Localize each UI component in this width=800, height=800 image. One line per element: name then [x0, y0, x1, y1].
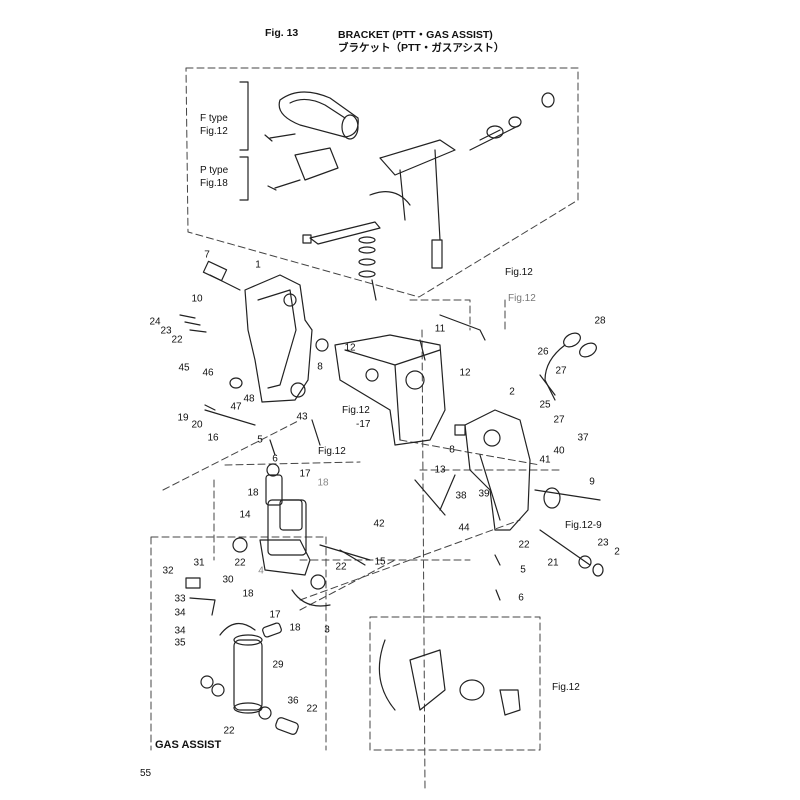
figure-number: Fig. 13 [265, 27, 299, 39]
gas-assist-cylinder [185, 577, 299, 735]
callout: 45 [178, 362, 190, 374]
tiller-handle-parts [264, 91, 555, 301]
p-type-bracket [239, 156, 249, 201]
callout: 15 [374, 556, 386, 568]
callout: 23 [597, 537, 609, 549]
callout: 32 [162, 565, 174, 577]
fig-ref: Fig.12-9 [565, 520, 602, 531]
callout: 34 [174, 607, 186, 619]
callout: 26 [537, 346, 549, 358]
callout: 6 [272, 453, 278, 465]
callout: 23 [160, 325, 172, 337]
callout: 17 [299, 468, 311, 480]
callout: 6 [518, 592, 524, 604]
callout: 27 [555, 365, 567, 377]
callout: 29 [272, 659, 284, 671]
callout: 11 [434, 323, 446, 335]
callout: 12 [344, 342, 356, 354]
fig-ref: Fig.12 [552, 682, 580, 693]
ptt-unit [232, 463, 371, 607]
callout: 5 [257, 434, 263, 446]
callout: 7 [204, 249, 210, 261]
callout: 22 [223, 725, 235, 737]
callout: 39 [478, 488, 490, 500]
pins-and-bolts [204, 404, 501, 601]
callout: 22 [518, 539, 530, 551]
callout: 20 [191, 419, 203, 431]
callout: 36 [287, 695, 299, 707]
callout: 5 [520, 564, 526, 576]
callout: 9 [589, 476, 595, 488]
fig-ref: Fig.12 [342, 405, 370, 416]
callout: 19 [177, 412, 189, 424]
f-type-bracket [239, 81, 249, 151]
callout: 37 [577, 432, 589, 444]
callout: 1 [255, 259, 261, 271]
fig-ref: Fig.12 [318, 446, 346, 457]
callout: 42 [373, 518, 385, 530]
callout: 24 [149, 316, 161, 328]
trim-switch-parts [439, 314, 597, 401]
callout: 30 [222, 574, 234, 586]
fig-ref: Fig.12 [508, 293, 536, 304]
callout: 41 [539, 454, 551, 466]
callout: 33 [174, 593, 186, 605]
f-type-fig-ref: Fig.12 [200, 126, 228, 137]
callout: 18 [247, 487, 259, 499]
callout: 34 [174, 625, 186, 637]
callout: 12 [459, 367, 471, 379]
callout: 46 [202, 367, 214, 379]
callout: 48 [243, 393, 255, 405]
page-number: 55 [140, 768, 152, 779]
callout: 40 [553, 445, 565, 457]
callout: 25 [539, 399, 551, 411]
fig-ref: Fig.12 [505, 267, 533, 278]
figure-title-jp: ブラケット（PTT・ガスアシスト） [338, 42, 505, 54]
f-type-note: F type [200, 113, 228, 124]
callout: 31 [193, 557, 205, 569]
callout: 28 [594, 315, 606, 327]
callout: 47 [230, 401, 242, 413]
callout: 43 [296, 411, 308, 423]
callout: 38 [455, 490, 467, 502]
fig-ref: -17 [356, 419, 371, 430]
callout: 18 [242, 588, 254, 600]
callout: 35 [174, 637, 186, 649]
gas-assist-label: GAS ASSIST [155, 739, 222, 751]
callout: 22 [306, 703, 318, 715]
p-type-note: P type [200, 165, 229, 176]
callout: 22 [171, 334, 183, 346]
callout: 8 [449, 444, 455, 456]
callout: 16 [207, 432, 219, 444]
callout: 22 [335, 561, 347, 573]
callout: 10 [191, 293, 203, 305]
callout: 17 [269, 609, 281, 621]
callout: 4 [258, 565, 264, 577]
callout: 3 [324, 624, 330, 636]
p-type-fig-ref: Fig.18 [200, 178, 228, 189]
callout: 13 [434, 464, 446, 476]
left-clamp-bracket [179, 260, 313, 426]
callout: 2 [509, 386, 515, 398]
callout: 8 [317, 361, 323, 373]
swivel-bracket [315, 334, 466, 446]
callout: 2 [614, 546, 620, 558]
callout: 14 [239, 509, 251, 521]
callout: 44 [458, 522, 470, 534]
figure-title: BRACKET (PTT・GAS ASSIST) [338, 29, 493, 41]
callout: 27 [553, 414, 565, 426]
callout: 21 [547, 557, 559, 569]
lower-detail-parts [378, 639, 521, 716]
callout: 18 [289, 622, 301, 634]
callout: 18 [317, 477, 329, 489]
right-clamp-bracket [464, 409, 604, 577]
dashed-leader-lines [150, 67, 579, 791]
callout: 22 [234, 557, 246, 569]
